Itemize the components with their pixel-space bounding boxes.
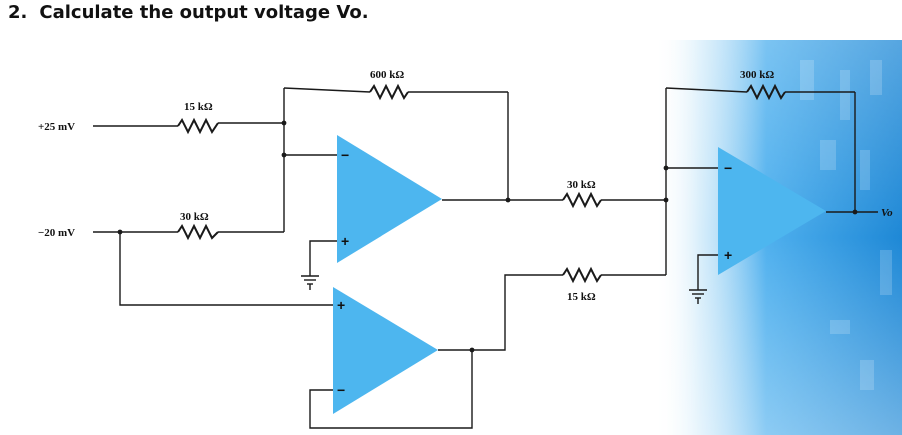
opamp-1-plus-sign: + xyxy=(341,233,349,249)
opamp-1-minus-sign: − xyxy=(341,147,349,163)
resistor-30k-sum xyxy=(562,191,602,209)
resistor-15k-sum-label: 15 kΩ xyxy=(567,291,596,303)
input-voltage-1-label: +25 mV xyxy=(38,121,75,133)
opamp-3-wiring xyxy=(601,87,878,290)
resistor-600k-feedback xyxy=(369,83,409,101)
resistor-600k-label: 600 kΩ xyxy=(370,69,404,81)
opamp-1 xyxy=(337,135,442,263)
input-wires xyxy=(93,122,333,306)
background-panel xyxy=(655,40,902,435)
resistor-15k-sum xyxy=(562,266,602,284)
opamp-2 xyxy=(333,287,438,414)
opamp-1-wiring xyxy=(283,87,563,276)
ground-symbol-2 xyxy=(689,289,707,304)
opamp-2-minus-sign: − xyxy=(337,382,345,398)
opamp-3-plus-sign: + xyxy=(724,247,732,263)
opamp-3 xyxy=(718,147,826,275)
resistor-30k-sum-label: 30 kΩ xyxy=(567,179,596,191)
question-number: 2. xyxy=(8,2,28,23)
output-voltage-label: Vo xyxy=(881,207,893,219)
question-title: 2. Calculate the output voltage Vo. xyxy=(8,2,369,23)
resistor-15k-input-label: 15 kΩ xyxy=(184,101,213,113)
junction-dots xyxy=(117,120,858,353)
input-voltage-2-label: −20 mV xyxy=(38,227,75,239)
resistor-15k-input xyxy=(177,117,219,135)
resistor-30k-input xyxy=(177,223,219,241)
resistor-300k-feedback xyxy=(746,83,786,101)
question-text: Calculate the output voltage Vo. xyxy=(39,2,369,23)
ground-symbol-1 xyxy=(301,275,319,290)
opamp-2-wiring xyxy=(309,274,563,429)
resistor-30k-input-label: 30 kΩ xyxy=(180,211,209,223)
opamp-3-minus-sign: − xyxy=(724,160,732,176)
resistor-300k-label: 300 kΩ xyxy=(740,69,774,81)
opamp-2-plus-sign: + xyxy=(337,297,345,313)
